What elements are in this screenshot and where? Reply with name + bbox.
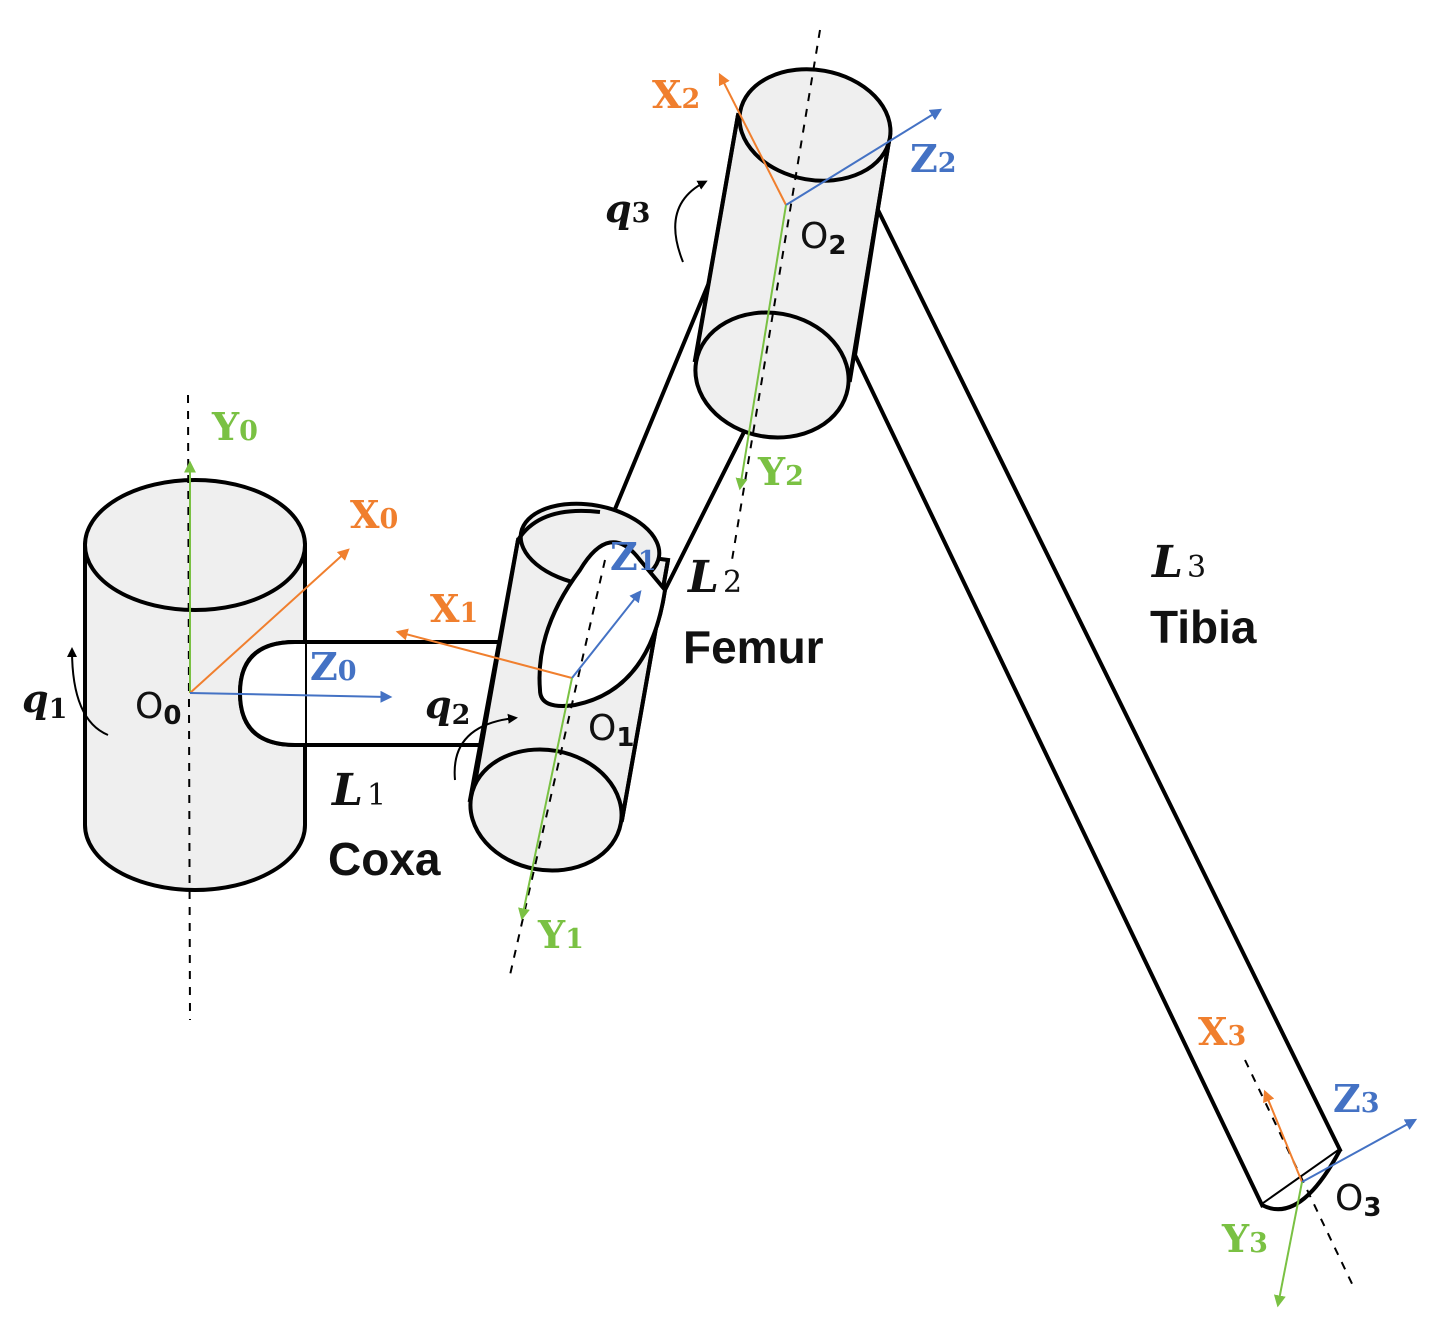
frame-0-z-label: Z0 [310, 644, 357, 689]
frame-3-axes [1263, 1089, 1418, 1308]
origin-0-label: O0 [135, 686, 181, 731]
link-2-name: Femur [683, 621, 824, 673]
origin-1-label: O1 [588, 708, 634, 753]
frame-0-x-label: X0 [350, 492, 398, 537]
frame-3-x-label: X3 [1198, 1009, 1246, 1054]
origin-2-label: O2 [800, 216, 846, 261]
frame-2-y-label: Y2 [757, 449, 804, 494]
tibia-link [852, 203, 1343, 1212]
origin-3-label: O3 [1335, 1178, 1381, 1223]
frame-1-axes [395, 590, 642, 921]
joint-axes [187, 29, 1356, 1291]
joint-q2-label: q2 [425, 682, 470, 731]
frame-3-y-label: Y3 [1221, 1216, 1268, 1261]
frame-1-z-label: Z1 [610, 534, 657, 579]
link-3-name: Tibia [1150, 601, 1257, 653]
frame-2-z-label: Z2 [910, 136, 957, 181]
frame-1-y-label: Y1 [537, 912, 584, 957]
link-1-name: Coxa [328, 833, 441, 885]
joint2-cylinder [692, 67, 893, 440]
joint-rotation-arrows [67, 180, 708, 781]
frame-2-x-label: X2 [652, 72, 700, 117]
frame-2-axes [718, 72, 943, 491]
frame-1-x-label: X1 [430, 586, 478, 631]
frame-3-z-label: Z3 [1333, 1076, 1380, 1121]
joint-q1-label: q1 [22, 676, 67, 725]
frame-0-axes [184, 460, 393, 703]
base-cylinder [83, 478, 307, 892]
frame-0-y-label: Y0 [211, 404, 258, 449]
joint1-cylinder [467, 501, 671, 873]
joint-q3-label: q3 [605, 186, 650, 231]
